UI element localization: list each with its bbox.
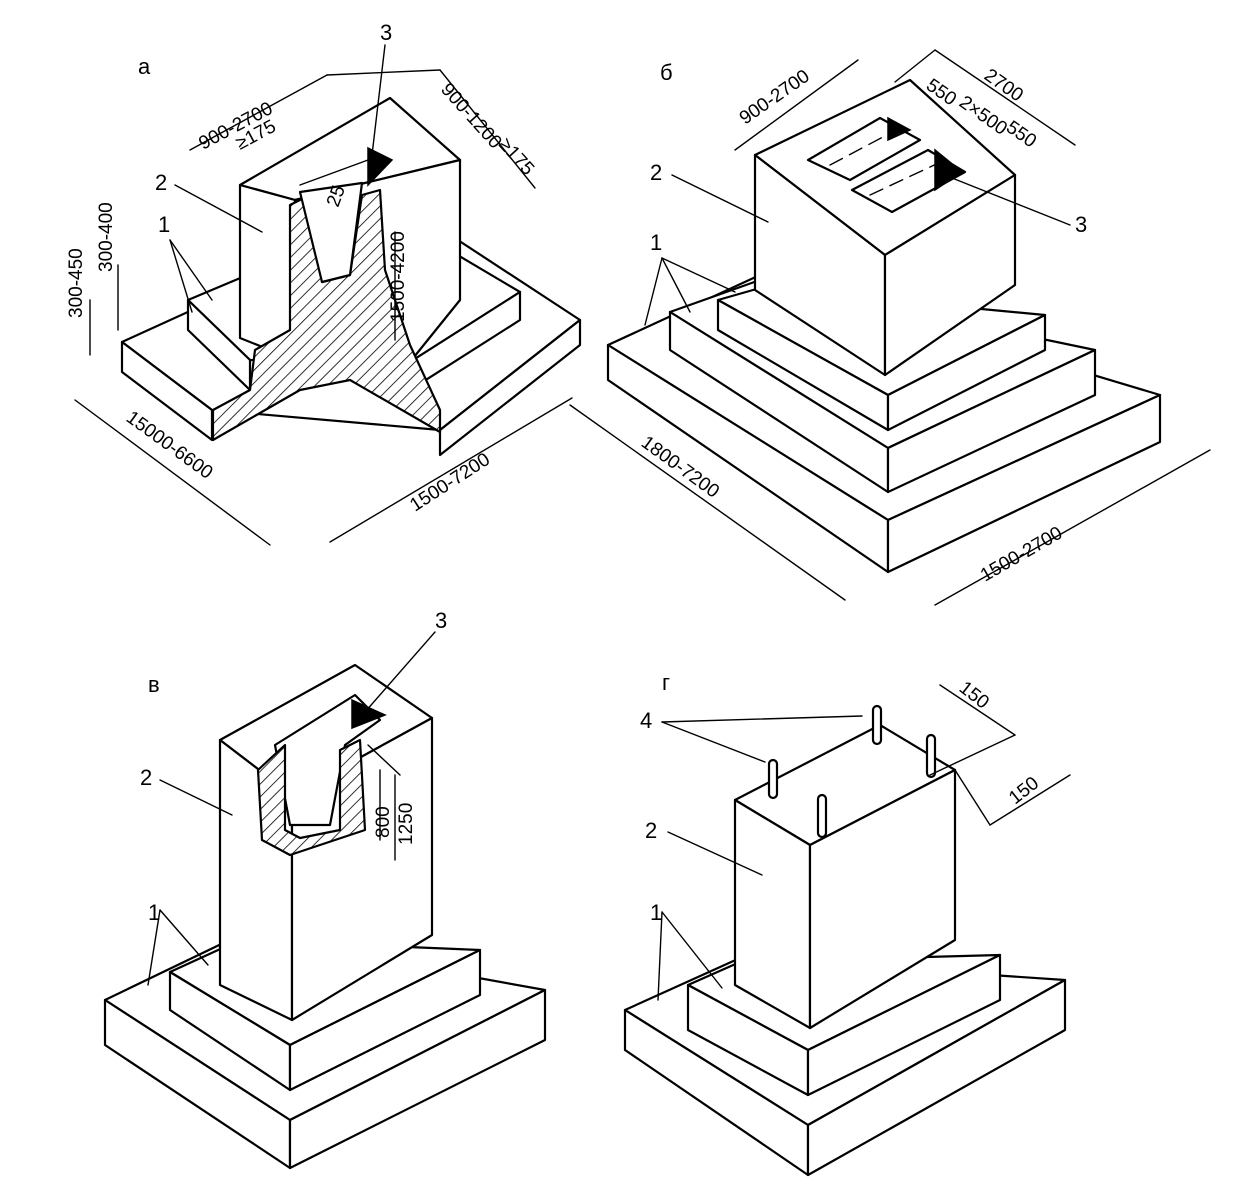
dim-b-top-right: 2700 [980, 65, 1027, 106]
panel-c-dimension-lines [367, 744, 401, 861]
panel-c-callouts: 1 2 3 [140, 608, 447, 986]
callout-a-1: 1 [158, 212, 170, 237]
callout-c-1: 1 [148, 900, 160, 925]
panel-d-letter: г [662, 670, 670, 695]
dim-a-socket-depth: 1500-4200 [388, 231, 409, 322]
dim-b-top-width: 900-2700 [736, 66, 814, 129]
panel-b-column [753, 78, 1017, 377]
panel-a: а [66, 20, 582, 546]
callout-c-2: 2 [140, 765, 152, 790]
panel-c-section [256, 693, 387, 857]
callout-b-3: 3 [1075, 212, 1087, 237]
panel-b-sockets [806, 116, 967, 214]
dim-a-top-right: 900-1200 [436, 79, 505, 153]
callout-d-1: 1 [650, 900, 662, 925]
panel-b-letter: б [660, 60, 673, 85]
panel-d-callouts: 1 2 4 [640, 708, 863, 1001]
panel-a-section [211, 181, 442, 442]
panel-c-letter: в [148, 672, 160, 697]
callout-a-3: 3 [380, 20, 392, 45]
dim-d-offset-a: 150 [955, 677, 993, 713]
panel-a-socket-marker [367, 146, 394, 187]
dim-d-offset-b: 150 [1005, 773, 1043, 809]
panel-d-column [733, 723, 957, 1030]
callout-c-3: 3 [435, 608, 447, 633]
panel-a-dimension-lines [74, 69, 573, 546]
panel-d-dimension-lines [929, 684, 1071, 826]
dim-a-base-right: 1500-7200 [406, 449, 494, 516]
callout-b-2: 2 [650, 160, 662, 185]
dim-a-step-height: 300-400 [96, 202, 117, 272]
panel-d: г 150 150 [623, 670, 1071, 1177]
panel-b-dimension-lines [569, 49, 1211, 606]
panel-d-bolts [767, 704, 937, 839]
callout-b-1: 1 [650, 230, 662, 255]
callout-d-4: 4 [640, 708, 652, 733]
panel-b-callouts: 1 2 3 [644, 160, 1087, 326]
callout-a-2: 2 [155, 170, 167, 195]
callout-d-2: 2 [645, 818, 657, 843]
panel-a-callouts: 1 2 3 [155, 20, 392, 313]
panel-a-letter: а [138, 54, 151, 79]
panel-c-dimension-labels: 800 1250 [373, 803, 417, 845]
panel-c: в 800 1250 [103, 608, 547, 1170]
dim-b-base-right: 1500-2700 [977, 523, 1066, 587]
dim-c-socket-b: 1250 [396, 803, 417, 845]
dim-c-socket-a: 800 [373, 806, 394, 838]
dim-a-height-total: 300-450 [66, 248, 87, 318]
panel-b: б [569, 49, 1211, 606]
